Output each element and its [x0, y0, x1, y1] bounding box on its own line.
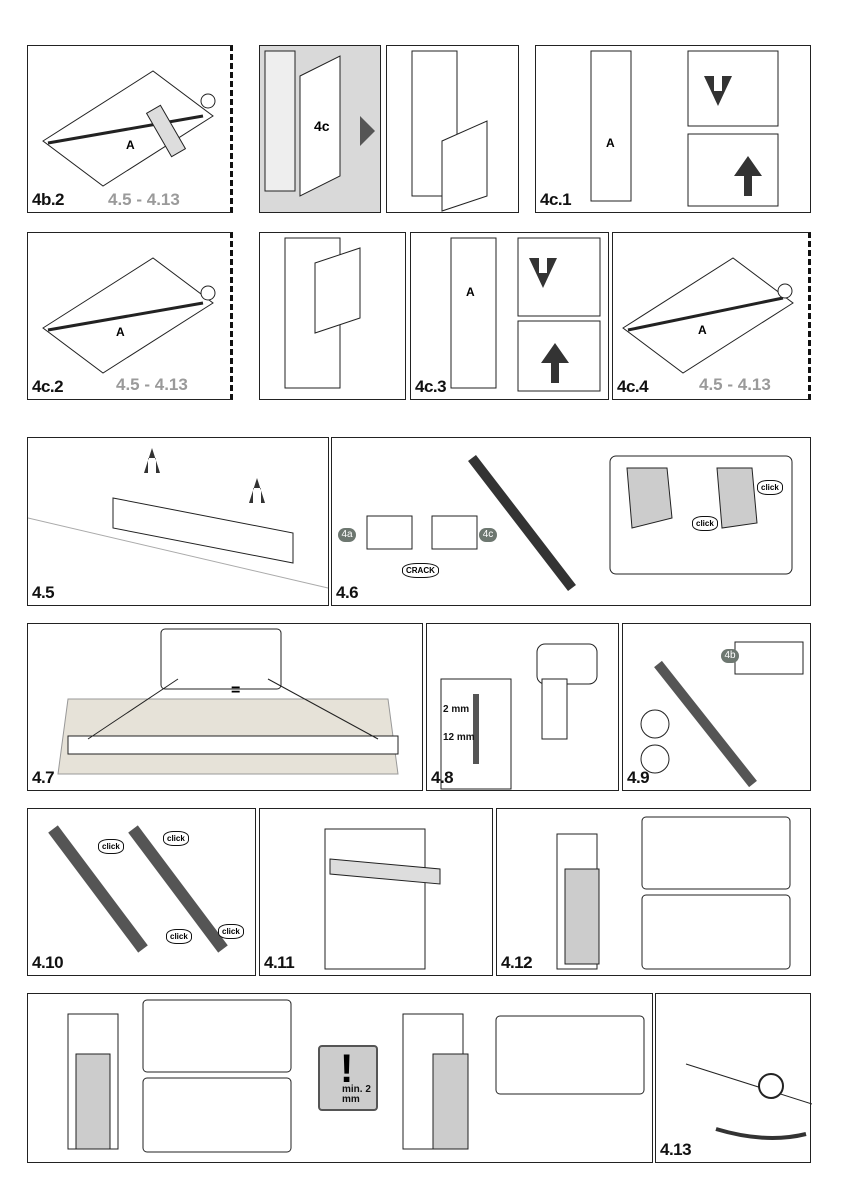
part-a-label: A [116, 325, 125, 339]
step-4c-door-panel [386, 45, 519, 213]
step-label: 4c.3 [415, 377, 447, 396]
step-4-6-panel: 4a 4c CRACK click click 4.6 [331, 437, 811, 606]
click-callout: click [218, 924, 244, 939]
reference-label: 4.5 - 4.13 [108, 190, 180, 209]
step-4c2-door-panel [259, 232, 406, 400]
step-4-12-panel: 4.12 [496, 808, 811, 976]
min-gap-warning: ! min. 2 mm [318, 1045, 378, 1111]
part-a-label: A [126, 138, 135, 152]
step-4c4-panel: A 4c.4 4.5 - 4.13 [612, 232, 811, 400]
crack-callout: CRACK [402, 563, 439, 578]
step-label: 4.11 [264, 953, 295, 972]
click-callout: click [98, 839, 124, 854]
part-a-label: A [466, 285, 475, 299]
badge-4c: 4c [479, 528, 497, 542]
step-label: 4c.1 [540, 190, 572, 209]
step-4c-panel: 4c [259, 45, 381, 213]
door-adjustment-panel [27, 993, 653, 1163]
badge-4b: 4b [721, 649, 739, 663]
part-a-label: A [606, 136, 615, 150]
drill-depth-label: 12 mm [443, 732, 475, 743]
step-label: 4.10 [32, 953, 64, 972]
step-label: 4.12 [501, 953, 533, 972]
step-4c3-panel: A 4c.3 [410, 232, 609, 400]
step-4c-tag: 4c [314, 118, 330, 134]
drill-diameter-label: 2 mm [443, 704, 470, 715]
step-4-10-panel: click click click click 4.10 [27, 808, 256, 976]
step-label: 4.8 [431, 768, 454, 787]
click-callout: click [692, 516, 718, 531]
step-4-9-panel: 4b 4.9 [622, 623, 811, 791]
step-4-5-panel: 4.5 [27, 437, 329, 606]
step-4-7-panel: = 4.7 [27, 623, 423, 791]
step-4c2-panel: A 4c.2 4.5 - 4.13 [27, 232, 233, 400]
step-4c1-panel: A 4c.1 [535, 45, 811, 213]
step-label: 4.7 [32, 768, 55, 787]
step-4-8-panel: 2 mm 12 mm 4.8 [426, 623, 619, 791]
warning-icon: ! [340, 1047, 354, 1091]
reference-label: 4.5 - 4.13 [116, 375, 188, 394]
step-label: 4.6 [336, 583, 359, 602]
step-4-11-panel: 4.11 [259, 808, 493, 976]
step-label: 4b.2 [32, 190, 65, 209]
step-label: 4.5 [32, 583, 55, 602]
step-label: 4.13 [660, 1140, 692, 1159]
step-label: 4c.2 [32, 377, 64, 396]
click-callout: click [163, 831, 189, 846]
click-callout: click [757, 480, 783, 495]
reference-label: 4.5 - 4.13 [699, 375, 771, 394]
part-a-label: A [698, 323, 707, 337]
click-callout: click [166, 929, 192, 944]
min-gap-label: min. 2 mm [342, 1084, 371, 1105]
step-label: 4c.4 [617, 377, 649, 396]
step-4b2-panel: A 4b.2 4.5 - 4.13 [27, 45, 233, 213]
equal-sign: = [231, 682, 241, 699]
badge-4a: 4a [338, 528, 356, 542]
step-4-13-panel: 4.13 [655, 993, 812, 1163]
step-label: 4.9 [627, 768, 650, 787]
